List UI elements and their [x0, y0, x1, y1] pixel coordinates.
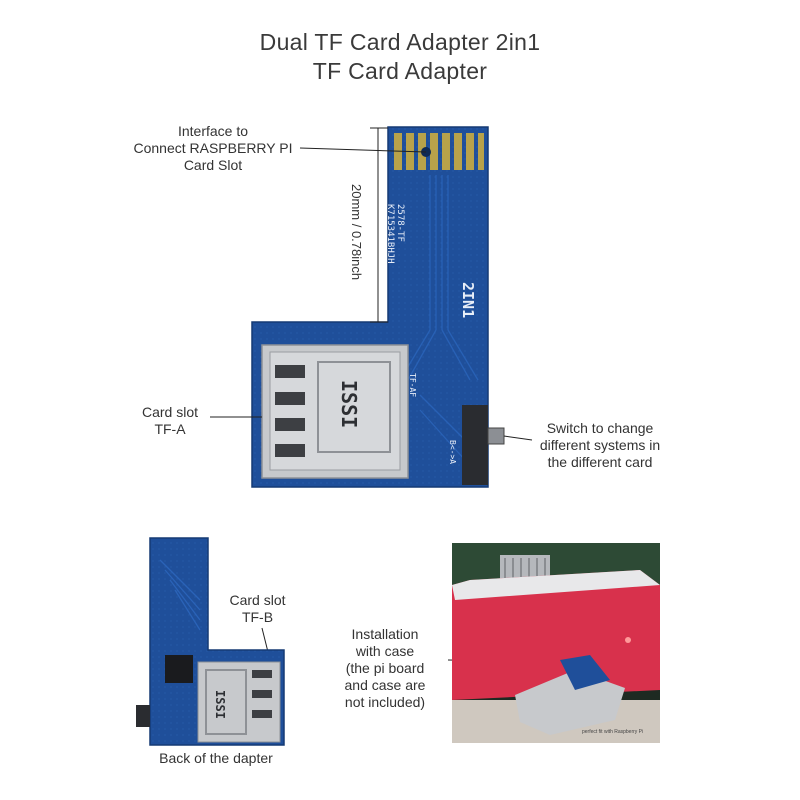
pcb-traces — [399, 175, 479, 461]
back-switch — [136, 705, 150, 727]
inserted-adapter — [515, 670, 625, 735]
back-of-adapter-board: ISSI — [136, 537, 285, 746]
ic-chip — [165, 655, 193, 683]
board-brand-label: 2IN1 — [459, 282, 477, 318]
page-title-line-2: TF Card Adapter — [312, 58, 488, 84]
dimension-label: 20mm / 0.78inch — [349, 184, 364, 280]
callout-card-slot-a: Card slot TF-A — [141, 404, 199, 437]
slot-b-brand: ISSI — [213, 690, 227, 719]
pi-case — [452, 570, 660, 700]
main-adapter-board: 2578-TF K715341BHJH 2IN1 TF-AF B<->A ISS… — [251, 126, 505, 488]
callout-switch: Switch to change different systems in th… — [539, 420, 661, 470]
slot-a-brand: ISSI — [337, 380, 361, 428]
photo-caption: perfect fit with Raspberry Pi — [582, 729, 643, 735]
back-caption: Back of the dapter — [159, 750, 273, 766]
callout-card-slot-b: Card slot TF-B — [229, 592, 286, 625]
board-slot-mark: TF-AF — [408, 373, 417, 397]
dimension-bracket — [370, 127, 388, 323]
board-code-2: K715341BHJH — [385, 204, 395, 264]
board-code-1: 2578-TF — [395, 204, 405, 242]
callout-installation: Installation with case (the pi board and… — [344, 626, 426, 710]
page-title-line-1: Dual TF Card Adapter 2in1 — [259, 29, 541, 55]
callout-interface: Interface to Connect RASPBERRY PI Card S… — [133, 123, 293, 173]
system-switch — [462, 405, 505, 485]
installation-photo: perfect fit with Raspberry Pi — [452, 543, 660, 743]
card-slot-tf-a: ISSI — [261, 344, 409, 479]
board-switch-mark: B<->A — [448, 440, 457, 464]
